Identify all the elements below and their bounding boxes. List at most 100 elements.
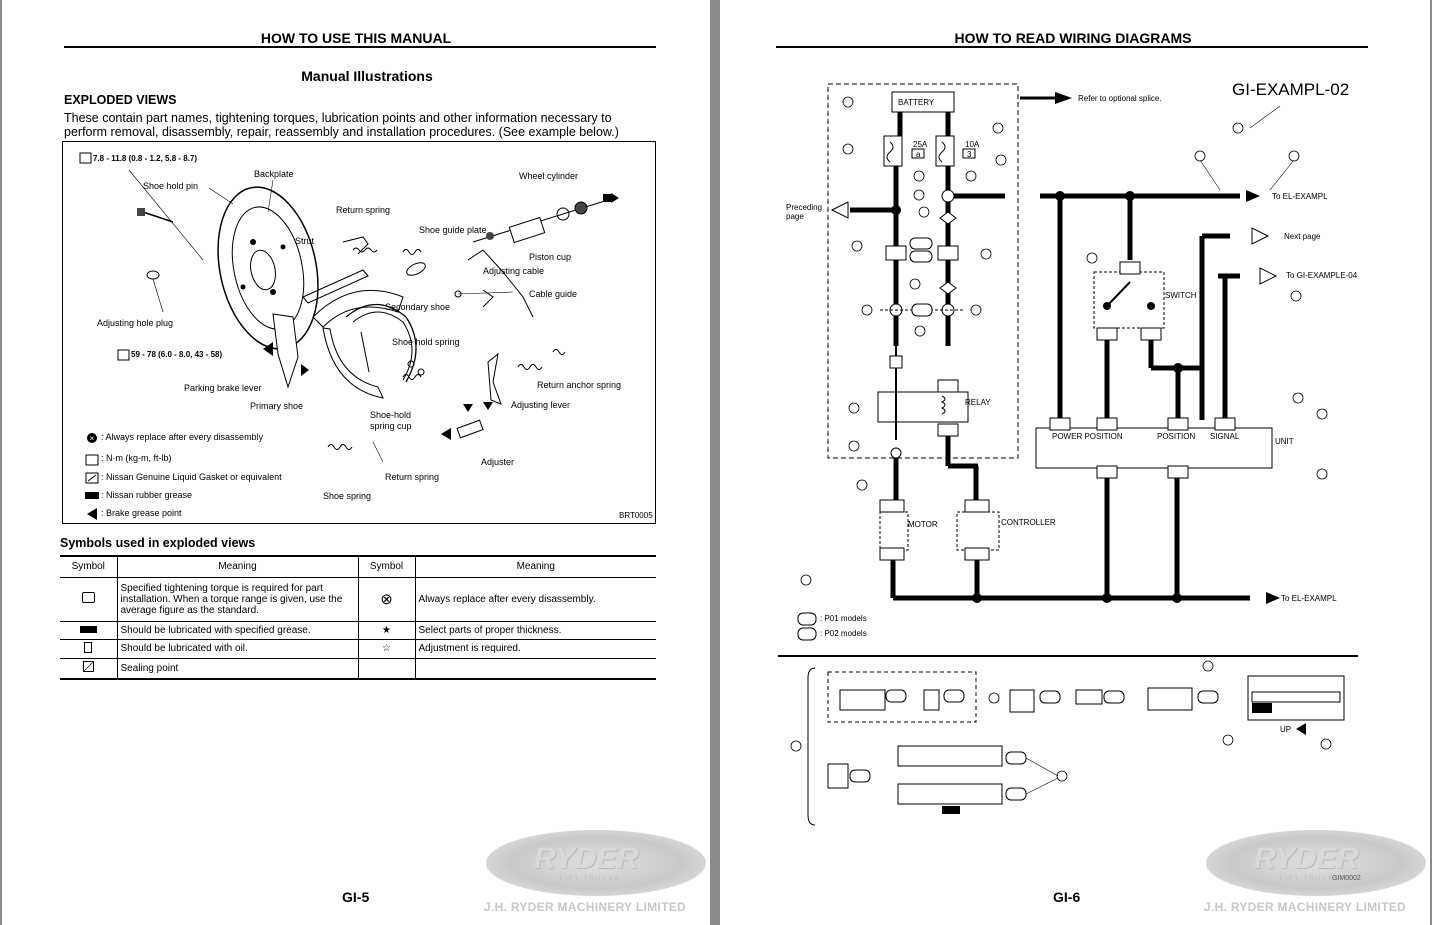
star-filled-icon: ★ — [357, 621, 415, 640]
figure-code: BRT0005 — [619, 511, 653, 520]
watermark-brand: RYDER — [1254, 842, 1359, 875]
table-cell: Sealing point — [116, 658, 358, 680]
label-adjusting-lever: Adjusting lever — [511, 400, 571, 410]
label-relay: RELAY — [965, 398, 991, 407]
table-cell: Specified tightening torque is required … — [116, 577, 358, 622]
label-shoe-hold-pin: Shoe hold pin — [143, 181, 199, 191]
grease-symbol-icon — [60, 621, 117, 640]
label-shoe-hold-spring-cup-1: Shoe-hold — [370, 410, 412, 420]
table-row: Specified tightening torque is required … — [60, 577, 656, 622]
figure-code: GIM0002 — [1332, 875, 1361, 882]
table-row: Sealing point — [60, 658, 656, 680]
watermark-company: J.H. RYDER MACHINERY LIMITED — [1204, 900, 1406, 914]
sealing-symbol-icon — [60, 658, 117, 680]
table-header: Meaning — [116, 555, 358, 578]
watermark-tag: LIFT TRUCKS — [1280, 876, 1341, 882]
brake-drawing: × — [79, 152, 619, 520]
label-secondary-shoe: Secondary shoe — [385, 302, 451, 312]
label-fuse-3: 3 — [967, 150, 972, 159]
table-row: Should be lubricated with oil. ☆ Adjustm… — [60, 639, 656, 659]
watermark-tag: LIFT TRUCKS — [560, 876, 621, 882]
ryder-watermark: RYDER LIFT TRUCKS GIM0002 J.H. RYDER MAC… — [1202, 820, 1430, 920]
table-header: Meaning — [414, 555, 656, 578]
legend-liquid-gasket: : Nissan Genuine Liquid Gasket or equiva… — [101, 472, 282, 482]
torque-spec-top: 7.8 - 11.8 (0.8 - 1.2, 5.8 - 8.7) — [93, 154, 198, 163]
label-fuse-a: a — [916, 150, 921, 159]
header-rule — [64, 46, 656, 48]
label-p02-models: : P02 models — [820, 629, 867, 638]
right-page: HOW TO READ WIRING DIAGRAMS — [720, 0, 1430, 925]
exploded-view-figure: × 7.8 - 11.8 (0.8 - 1.2, 5.8 - 8.7) Shoe… — [62, 141, 656, 524]
table-cell: Always replace after every disassembly. — [414, 577, 656, 622]
table-cell: Should be lubricated with specified grea… — [116, 621, 358, 640]
label-to-el-exampl-bottom: To EL-EXAMPL — [1281, 594, 1337, 603]
label-return-spring-bottom: Return spring — [385, 472, 440, 482]
table-cell: Should be lubricated with oil. — [116, 639, 358, 659]
section-title: Manual Illustrations — [301, 68, 433, 84]
label-shoe-hold-spring: Shoe hold spring — [392, 337, 460, 347]
legend-brake-grease: : Brake grease point — [101, 508, 182, 518]
left-page-header: HOW TO USE THIS MANUAL — [260, 30, 452, 46]
table-header: Symbol — [357, 555, 415, 578]
label-signal: SIGNAL — [1210, 432, 1240, 441]
label-up: UP — [1280, 725, 1292, 734]
legend-rubber-grease: : Nissan rubber grease — [101, 490, 193, 500]
label-strut: Strut — [295, 236, 315, 246]
symbols-heading: Symbols used in exploded views — [60, 536, 256, 550]
replace-symbol-icon: ⊗ — [357, 577, 415, 622]
legend-torque: : N·m (kg-m, ft-lb) — [101, 453, 172, 463]
table-header: Symbol — [60, 555, 117, 578]
label-to-gi-example-04: To GI-EXAMPLE-04 — [1286, 271, 1358, 280]
exploded-heading: EXPLODED VIEWS — [64, 93, 177, 107]
table-cell — [357, 658, 415, 680]
header-rule — [776, 46, 1368, 48]
label-primary-shoe: Primary shoe — [250, 401, 304, 411]
label-controller: CONTROLLER — [1001, 518, 1056, 527]
label-fuse-25a: 25A — [913, 140, 928, 149]
label-shoe-guide-plate: Shoe guide plate — [419, 225, 487, 235]
torque-spec-mid: 59 - 78 (6.0 - 8.0, 43 - 58) — [131, 350, 223, 359]
torque-symbol-icon — [60, 577, 117, 622]
label-battery: BATTERY — [898, 98, 935, 107]
label-wheel-cylinder: Wheel cylinder — [519, 171, 579, 181]
label-to-el-exampl: To EL-EXAMPL — [1272, 192, 1328, 201]
label-return-spring-top: Return spring — [336, 205, 391, 215]
label-preceding: Preceding — [786, 203, 823, 212]
label-p01-models: : P01 models — [820, 614, 867, 623]
right-page-header: HOW TO READ WIRING DIAGRAMS — [954, 30, 1192, 46]
label-adjuster: Adjuster — [481, 457, 515, 467]
watermark-brand: RYDER — [534, 842, 639, 875]
label-position: POSITION — [1157, 432, 1196, 441]
ryder-logo-icon — [1206, 830, 1426, 896]
table-cell: Select parts of proper thickness. — [414, 621, 656, 640]
label-return-anchor-spring: Return anchor spring — [537, 380, 622, 390]
label-backplate: Backplate — [254, 169, 294, 179]
page-number: GI-5 — [342, 889, 370, 905]
symbols-table: Symbol Meaning Symbol Meaning Specified … — [60, 555, 656, 680]
label-next-page: Next page — [1284, 232, 1321, 241]
label-adjusting-hole-plug: Adjusting hole plug — [97, 318, 174, 328]
label-shoe-spring: Shoe spring — [323, 491, 372, 501]
label-shoe-hold-spring-cup-2: spring cup — [370, 421, 412, 431]
oil-symbol-icon — [60, 639, 117, 659]
label-adjusting-cable: Adjusting cable — [483, 266, 545, 276]
wiring-diagram — [778, 83, 1358, 826]
watermark-company: J.H. RYDER MACHINERY LIMITED — [484, 900, 686, 914]
exploded-description: These contain part names, tightening tor… — [64, 111, 619, 139]
left-page: HOW TO USE THIS MANUAL Manual Illustrati… — [2, 0, 710, 925]
table-cell: Adjustment is required. — [414, 639, 656, 659]
table-cell — [414, 658, 656, 680]
table-header-row: Symbol Meaning Symbol Meaning — [60, 555, 656, 578]
page-number: GI-6 — [1053, 889, 1081, 905]
label-fuse-10a: 10A — [965, 140, 980, 149]
label-cable-guide: Cable guide — [529, 289, 578, 299]
label-page: page — [786, 212, 804, 221]
star-outline-icon: ☆ — [357, 639, 415, 659]
svg-text:×: × — [90, 434, 95, 443]
ryder-logo-icon — [486, 830, 706, 896]
table-row: Should be lubricated with specified grea… — [60, 621, 656, 640]
ryder-watermark: RYDER LIFT TRUCKS J.H. RYDER MACHINERY L… — [482, 820, 710, 920]
label-switch: SWITCH — [1165, 291, 1197, 300]
label-power-position: POWER POSITION — [1052, 432, 1123, 441]
label-motor: MOTOR — [908, 520, 938, 529]
